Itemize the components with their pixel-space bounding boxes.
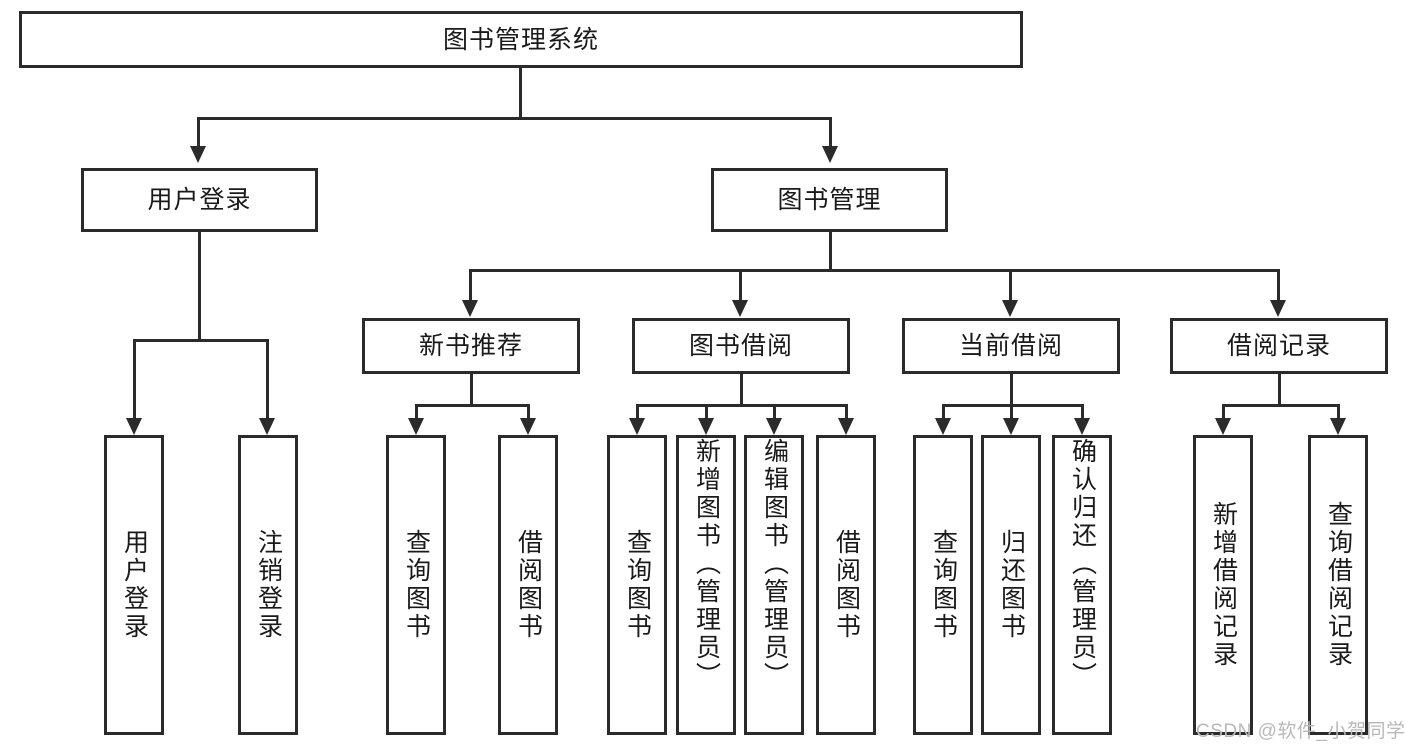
node-label: 查询借阅记录 bbox=[1324, 501, 1353, 669]
node-label: 新书推荐 bbox=[418, 332, 523, 360]
node-current-borrow[interactable]: 当前借阅 bbox=[902, 318, 1120, 374]
leaf-borrow-book-bb[interactable]: 借阅图书 bbox=[816, 435, 876, 735]
arrowhead-bb-3 bbox=[766, 418, 782, 435]
arrowhead-nbr-1 bbox=[408, 418, 424, 435]
node-label: 图书借阅 bbox=[688, 332, 793, 360]
connector-drop-cb-1 bbox=[942, 404, 945, 418]
arrowhead-book-manage bbox=[822, 146, 838, 163]
connector-cb-stem bbox=[1010, 374, 1013, 406]
connector-book-manage-bus bbox=[469, 269, 1280, 272]
leaf-query-book-cb[interactable]: 查询图书 bbox=[913, 435, 973, 735]
node-label: 归还图书 bbox=[997, 529, 1026, 641]
leaf-confirm-return-admin[interactable]: 确认归还（管理员） bbox=[1052, 435, 1112, 735]
connector-drop-cb-2 bbox=[1010, 404, 1013, 418]
connector-drop-bb-3 bbox=[773, 404, 776, 418]
leaf-query-book-nbr[interactable]: 查询图书 bbox=[386, 435, 446, 735]
connector-drop-br-2 bbox=[1337, 404, 1340, 418]
node-book-management[interactable]: 图书管理 bbox=[711, 168, 948, 232]
arrowhead-cb-3 bbox=[1074, 418, 1090, 435]
arrowhead-u2 bbox=[259, 418, 275, 435]
connector-bb-stem bbox=[740, 374, 743, 406]
node-label: 新增借阅记录 bbox=[1209, 501, 1238, 669]
node-label: 借阅记录 bbox=[1226, 332, 1331, 360]
node-label: 用户登录 bbox=[120, 529, 149, 641]
arrowhead-cb-2 bbox=[1003, 418, 1019, 435]
arrowhead-cb-1 bbox=[935, 418, 951, 435]
connector-drop-u2 bbox=[266, 339, 269, 418]
connector-user-login-bus bbox=[133, 339, 269, 342]
node-new-book-recommend[interactable]: 新书推荐 bbox=[362, 318, 580, 374]
connector-nbr-stem bbox=[470, 374, 473, 406]
node-label: 用户登录 bbox=[147, 186, 252, 214]
connector-root-stem bbox=[519, 68, 522, 118]
node-label: 图书管理 bbox=[777, 186, 882, 214]
node-label: 当前借阅 bbox=[958, 332, 1063, 360]
arrowhead-bb-4 bbox=[838, 418, 854, 435]
connector-bb-bus bbox=[636, 404, 848, 407]
leaf-add-borrow-record[interactable]: 新增借阅记录 bbox=[1193, 435, 1253, 735]
node-label: 查询图书 bbox=[623, 529, 652, 641]
arrowhead-l2-4 bbox=[1270, 300, 1286, 317]
node-label: 借阅图书 bbox=[832, 529, 861, 641]
leaf-add-book-admin[interactable]: 新增图书（管理员） bbox=[676, 435, 736, 735]
leaf-query-borrow-record[interactable]: 查询借阅记录 bbox=[1308, 435, 1368, 735]
leaf-user-login[interactable]: 用户登录 bbox=[104, 435, 164, 735]
node-label: 图书管理系统 bbox=[442, 25, 599, 54]
arrowhead-br-2 bbox=[1330, 418, 1346, 435]
connector-drop-cb-3 bbox=[1081, 404, 1084, 418]
connector-br-bus bbox=[1222, 404, 1340, 407]
node-label: 确认归还（管理员） bbox=[1068, 438, 1097, 690]
node-label: 借阅图书 bbox=[514, 529, 543, 641]
connector-cb-bus bbox=[942, 404, 1084, 407]
connector-drop-bb-4 bbox=[845, 404, 848, 418]
leaf-borrow-book-nbr[interactable]: 借阅图书 bbox=[498, 435, 558, 735]
connector-br-stem bbox=[1278, 374, 1281, 406]
connector-drop-book-manage bbox=[829, 117, 832, 146]
connector-book-manage-stem bbox=[829, 232, 832, 272]
node-label: 新增图书（管理员） bbox=[692, 438, 721, 690]
node-label: 查询图书 bbox=[402, 529, 431, 641]
connector-root-bus bbox=[197, 117, 832, 120]
arrowhead-u1 bbox=[126, 418, 142, 435]
connector-drop-bb-2 bbox=[705, 404, 708, 418]
connector-nbr-bus bbox=[415, 404, 530, 407]
leaf-logout[interactable]: 注销登录 bbox=[238, 435, 298, 735]
arrowhead-user-login bbox=[190, 146, 206, 163]
node-label: 注销登录 bbox=[254, 529, 283, 641]
node-book-borrow[interactable]: 图书借阅 bbox=[632, 318, 850, 374]
node-label: 编辑图书（管理员） bbox=[760, 438, 789, 690]
connector-drop-br-1 bbox=[1222, 404, 1225, 418]
connector-drop-bb-1 bbox=[636, 404, 639, 418]
arrowhead-l2-2 bbox=[732, 300, 748, 317]
connector-drop-user-login bbox=[197, 117, 200, 146]
connector-drop-nbr-1 bbox=[415, 404, 418, 418]
arrowhead-l2-3 bbox=[1002, 300, 1018, 317]
arrowhead-bb-2 bbox=[698, 418, 714, 435]
connector-drop-l2-4 bbox=[1277, 269, 1280, 301]
arrowhead-bb-1 bbox=[629, 418, 645, 435]
connector-drop-nbr-2 bbox=[527, 404, 530, 418]
connector-drop-l2-2 bbox=[739, 269, 742, 301]
connector-drop-l2-1 bbox=[469, 269, 472, 301]
leaf-edit-book-admin[interactable]: 编辑图书（管理员） bbox=[744, 435, 804, 735]
connector-user-login-stem bbox=[198, 232, 201, 342]
connector-drop-u1 bbox=[133, 339, 136, 418]
connector-drop-l2-3 bbox=[1009, 269, 1012, 301]
arrowhead-br-1 bbox=[1215, 418, 1231, 435]
node-user-login[interactable]: 用户登录 bbox=[81, 168, 318, 232]
node-label: 查询图书 bbox=[929, 529, 958, 641]
arrowhead-nbr-2 bbox=[520, 418, 536, 435]
node-borrow-record[interactable]: 借阅记录 bbox=[1170, 318, 1388, 374]
leaf-return-book[interactable]: 归还图书 bbox=[981, 435, 1041, 735]
node-root-system[interactable]: 图书管理系统 bbox=[19, 11, 1023, 68]
arrowhead-l2-1 bbox=[462, 300, 478, 317]
leaf-query-book-bb[interactable]: 查询图书 bbox=[607, 435, 667, 735]
